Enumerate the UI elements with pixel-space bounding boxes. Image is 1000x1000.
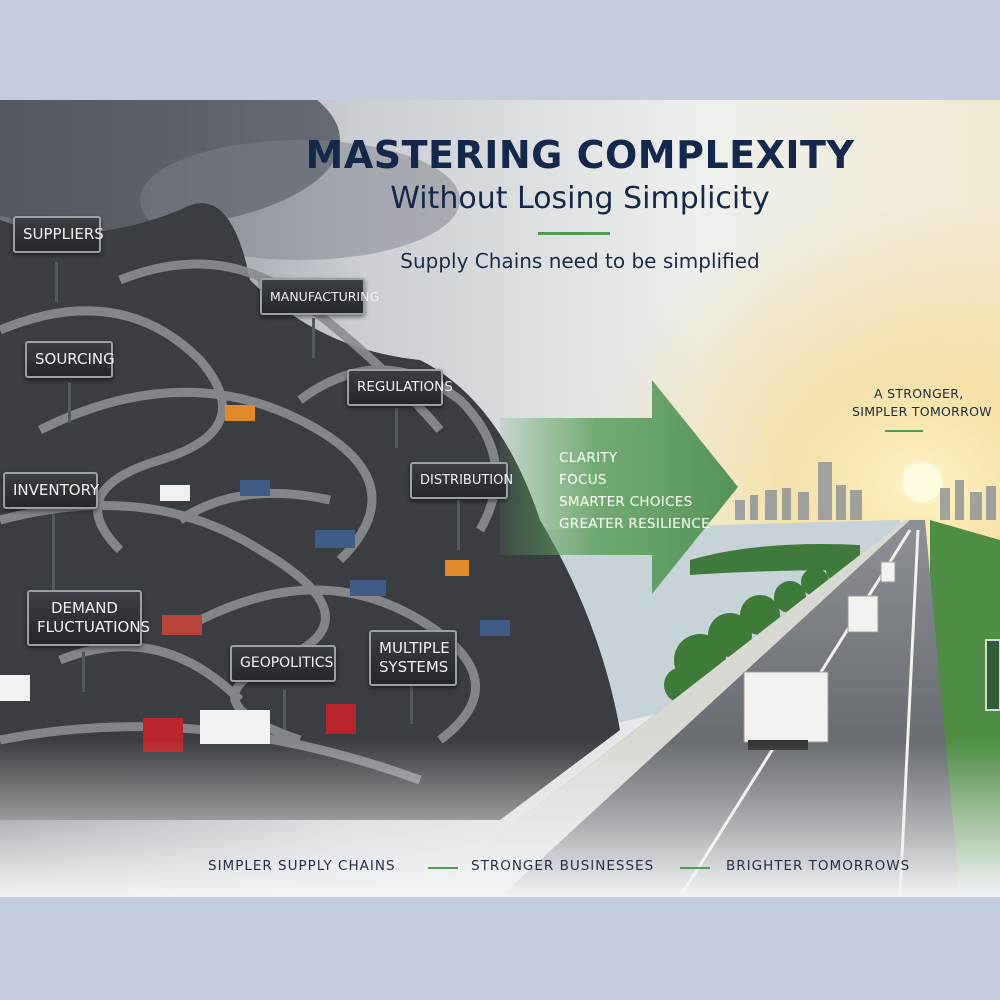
sign-post [395,408,398,448]
sign-label: DISTRIBUTION [420,473,514,488]
sun [902,462,942,502]
benefit-item: CLARITY [559,450,618,466]
caption-line: A STRONGER, [874,386,964,401]
highway-truck [880,561,896,583]
benefit-item: SMARTER CHOICES [559,494,693,510]
city-skyline [735,462,996,520]
sign-post [283,690,286,730]
sign-post [52,514,55,594]
tree-line [690,544,860,575]
sign-post [457,500,460,550]
sign-post [55,262,58,302]
sign-label: INVENTORY [13,481,100,499]
caption-line: SIMPLER TOMORROW [852,404,992,419]
footer-item: STRONGER BUSINESSES [471,858,655,874]
caption-divider [885,430,923,432]
footer-item: BRIGHTER TOMORROWS [726,858,911,874]
sign-post [410,684,413,724]
page-title: MASTERING COMPLEXITY [305,133,855,177]
title-divider [538,232,610,235]
footer-item: SIMPLER SUPPLY CHAINS [208,858,396,874]
sign-distribution: DISTRIBUTION [410,462,514,499]
sign-label: FLUCTUATIONS [37,618,151,636]
sign-multiple-systems: MULTIPLE SYSTEMS [369,630,457,686]
sign-sourcing: SOURCING [25,341,115,378]
highway-truck [847,595,879,633]
sign-label: SOURCING [35,350,115,368]
sign-label: SYSTEMS [379,658,449,676]
sign-label: MULTIPLE [379,639,450,657]
highway-truck [743,671,829,750]
sign-label: GEOPOLITICS [240,655,334,671]
cargo-trucks [0,405,510,752]
arrow-benefits: CLARITY FOCUS SMARTER CHOICES GREATER RE… [559,447,710,535]
tomorrow-caption: A STRONGER, SIMPLER TOMORROW [846,385,1000,421]
sign-post [68,383,71,423]
sign-manufacturing: MANUFACTURING [260,278,380,315]
sign-label: MANUFACTURING [270,289,380,304]
footer-divider [428,867,458,869]
sign-label: SUPPLIERS [23,225,104,243]
benefit-item: GREATER RESILIENCE [559,516,710,532]
tagline: Supply Chains need to be simplified [400,249,760,273]
sign-post [312,318,315,358]
sign-label: DEMAND [50,599,118,617]
sign-post [82,652,85,692]
sign-demand-fluctuations: DEMAND FLUCTUATIONS [27,590,151,646]
footer-divider [680,867,710,869]
bottom-mist [0,740,1000,897]
benefit-item: FOCUS [559,472,607,488]
sign-geopolitics: GEOPOLITICS [230,645,336,682]
page-subtitle: Without Losing Simplicity [390,181,770,216]
sign-label: REGULATIONS [357,379,453,395]
road-sign [985,639,1000,711]
sign-inventory: INVENTORY [3,472,100,509]
footer-strip: SIMPLER SUPPLY CHAINS STRONGER BUSINESSE… [0,858,1000,878]
sign-suppliers: SUPPLIERS [13,216,104,253]
transformation-arrow [500,380,738,594]
sign-regulations: REGULATIONS [347,369,453,406]
